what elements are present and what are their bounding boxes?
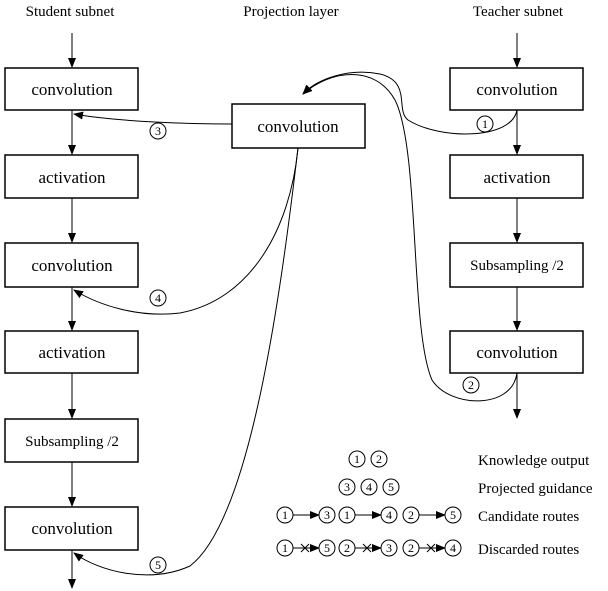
svg-text:5: 5 xyxy=(450,508,456,522)
route-1-curve xyxy=(302,71,518,135)
projection-layer-header: Projection layer xyxy=(243,4,338,20)
svg-text:1: 1 xyxy=(354,452,360,466)
svg-text:1: 1 xyxy=(482,117,488,131)
student-layer-activation-2: activation xyxy=(4,330,139,374)
svg-text:1: 1 xyxy=(344,508,350,522)
teacher-layer-label: convolution xyxy=(476,343,558,362)
marker-3: 3 xyxy=(149,122,167,140)
legend-knowledge-markers: 1 2 xyxy=(348,450,388,468)
marker-1: 1 xyxy=(476,115,494,133)
svg-text:3: 3 xyxy=(344,480,350,494)
teacher-subnet-header: Teacher subnet xyxy=(473,4,564,20)
teacher-layer-convolution-1: convolution xyxy=(449,67,584,111)
student-layer-label: convolution xyxy=(31,519,113,538)
marker-5: 5 xyxy=(149,556,167,574)
svg-text:5: 5 xyxy=(155,558,161,572)
student-layer-label: convolution xyxy=(31,80,113,99)
student-layer-convolution-3: convolution xyxy=(4,506,139,551)
svg-text:2: 2 xyxy=(408,541,414,555)
svg-text:1: 1 xyxy=(282,508,288,522)
student-layer-label: activation xyxy=(38,168,106,187)
marker-4: 4 xyxy=(149,289,167,307)
svg-text:5: 5 xyxy=(388,480,394,494)
discard-x-icon xyxy=(300,543,310,553)
svg-text:4: 4 xyxy=(386,508,392,522)
student-layer-label: Subsampling /2 xyxy=(25,434,119,450)
svg-text:4: 4 xyxy=(155,291,161,305)
student-subnet-header: Student subnet xyxy=(26,4,116,20)
student-layer-label: convolution xyxy=(31,256,113,275)
discard-x-icon xyxy=(362,543,372,553)
teacher-layer-subsampling: Subsampling /2 xyxy=(449,242,584,288)
marker-2: 2 xyxy=(462,376,480,394)
svg-text:3: 3 xyxy=(155,124,161,138)
student-layer-convolution-2: convolution xyxy=(4,242,139,288)
student-layer-subsampling: Subsampling /2 xyxy=(4,418,139,463)
svg-text:2: 2 xyxy=(376,452,382,466)
legend-discarded-routes-label: Discarded routes xyxy=(478,542,579,558)
svg-text:2: 2 xyxy=(408,508,414,522)
student-layer-convolution-1: convolution xyxy=(4,67,139,111)
projection-layer-convolution: convolution xyxy=(231,103,366,149)
route-2-curve xyxy=(302,74,518,402)
legend-projected-guidance-label: Projected guidance xyxy=(478,481,593,497)
svg-text:3: 3 xyxy=(324,508,330,522)
svg-text:1: 1 xyxy=(282,541,288,555)
legend: 1 2 Knowledge output 3 4 5 Projected gui… xyxy=(276,450,593,558)
legend-candidate-routes-label: Candidate routes xyxy=(478,509,579,525)
svg-text:4: 4 xyxy=(366,480,372,494)
svg-text:5: 5 xyxy=(324,541,330,555)
teacher-layer-label: activation xyxy=(483,168,551,187)
projection-layer-label: convolution xyxy=(257,117,339,136)
svg-text:3: 3 xyxy=(386,541,392,555)
legend-guidance-markers: 3 4 5 xyxy=(338,478,400,496)
teacher-layer-label: Subsampling /2 xyxy=(470,258,564,274)
legend-discarded-routes: 1 5 2 3 2 4 xyxy=(276,539,462,557)
svg-text:4: 4 xyxy=(450,541,456,555)
route-3-curve xyxy=(73,111,233,125)
route-4-curve xyxy=(73,147,299,315)
route-5-curve xyxy=(73,147,299,576)
svg-text:2: 2 xyxy=(468,378,474,392)
legend-knowledge-output-label: Knowledge output xyxy=(478,453,590,469)
teacher-layer-convolution-2: convolution xyxy=(449,330,584,374)
student-layer-activation-1: activation xyxy=(4,154,139,199)
teacher-layer-activation: activation xyxy=(449,154,584,199)
teacher-layer-label: convolution xyxy=(476,80,558,99)
student-layer-label: activation xyxy=(38,343,106,362)
legend-candidate-routes: 1 3 1 4 2 5 xyxy=(276,506,462,524)
discard-x-icon xyxy=(426,543,436,553)
svg-text:2: 2 xyxy=(344,541,350,555)
